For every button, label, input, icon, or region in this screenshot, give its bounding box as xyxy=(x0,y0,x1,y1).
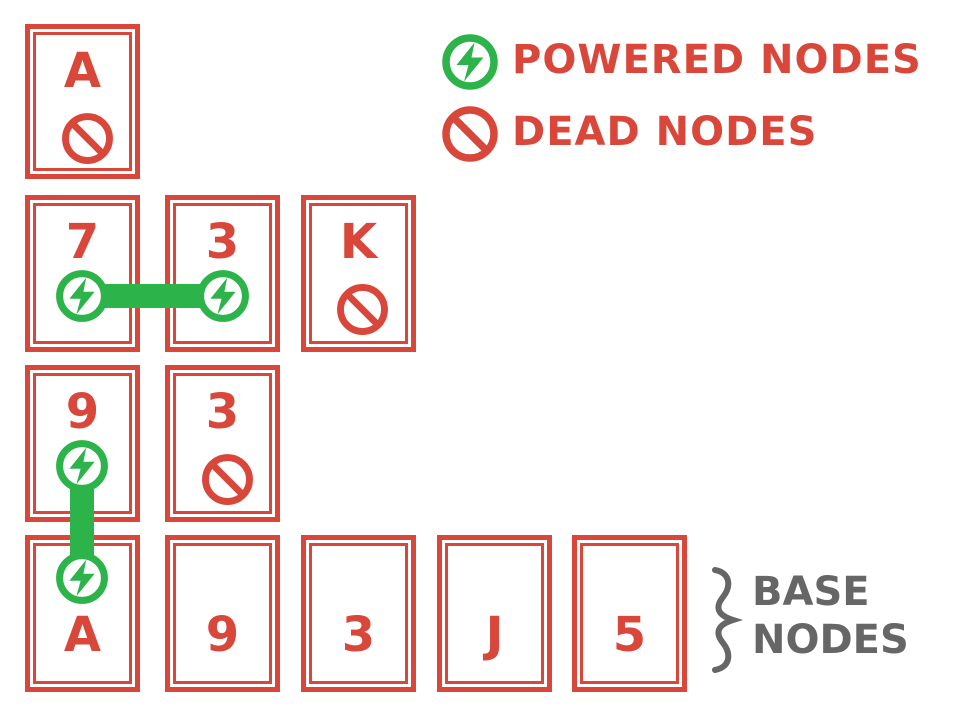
card-rank: 5 xyxy=(612,607,647,663)
lightning-bolt-icon xyxy=(54,550,110,606)
card-rank: A xyxy=(63,607,102,663)
legend-powered-label: POWERED NODES xyxy=(512,37,922,83)
card-a-top[interactable]: A xyxy=(25,24,140,179)
card-rank: 3 xyxy=(341,607,376,663)
card-rank: 3 xyxy=(205,214,240,270)
card-base-j[interactable]: J xyxy=(437,535,552,692)
prohibited-icon xyxy=(60,111,115,166)
lightning-bolt-icon xyxy=(195,268,251,324)
prohibited-icon xyxy=(200,452,255,507)
card-king[interactable]: K xyxy=(301,195,416,352)
card-inner-border xyxy=(173,543,272,684)
card-rank: J xyxy=(485,607,504,663)
card-inner-border xyxy=(173,203,272,344)
base-label-line1: BASE xyxy=(752,569,870,615)
lightning-bolt-icon xyxy=(54,438,110,494)
card-inner-border xyxy=(309,543,408,684)
card-three-mid[interactable]: 3 xyxy=(165,195,280,352)
card-base-9[interactable]: 9 xyxy=(165,535,280,692)
card-rank: A xyxy=(63,43,102,99)
card-rank: K xyxy=(339,214,378,270)
card-inner-border xyxy=(580,543,679,684)
card-inner-border xyxy=(33,203,132,344)
card-three-low[interactable]: 3 xyxy=(165,365,280,522)
card-inner-border xyxy=(309,203,408,344)
card-rank: 3 xyxy=(205,384,240,440)
lightning-bolt-icon xyxy=(54,268,110,324)
card-rank: 9 xyxy=(205,607,240,663)
card-base-3[interactable]: 3 xyxy=(301,535,416,692)
card-rank: 9 xyxy=(65,384,100,440)
card-base-5[interactable]: 5 xyxy=(572,535,687,692)
card-seven[interactable]: 7 xyxy=(25,195,140,352)
prohibited-icon xyxy=(335,282,390,337)
card-inner-border xyxy=(33,32,132,171)
legend-dead-label: DEAD NODES xyxy=(512,109,818,155)
prohibited-icon xyxy=(440,104,500,164)
base-label-line2: NODES xyxy=(752,617,909,663)
lightning-bolt-icon xyxy=(440,32,500,92)
card-inner-border xyxy=(173,373,272,514)
curly-brace-icon xyxy=(712,567,744,673)
card-rank: 7 xyxy=(65,214,100,270)
base-nodes-label: BASE NODES xyxy=(752,568,909,664)
card-inner-border xyxy=(445,543,544,684)
